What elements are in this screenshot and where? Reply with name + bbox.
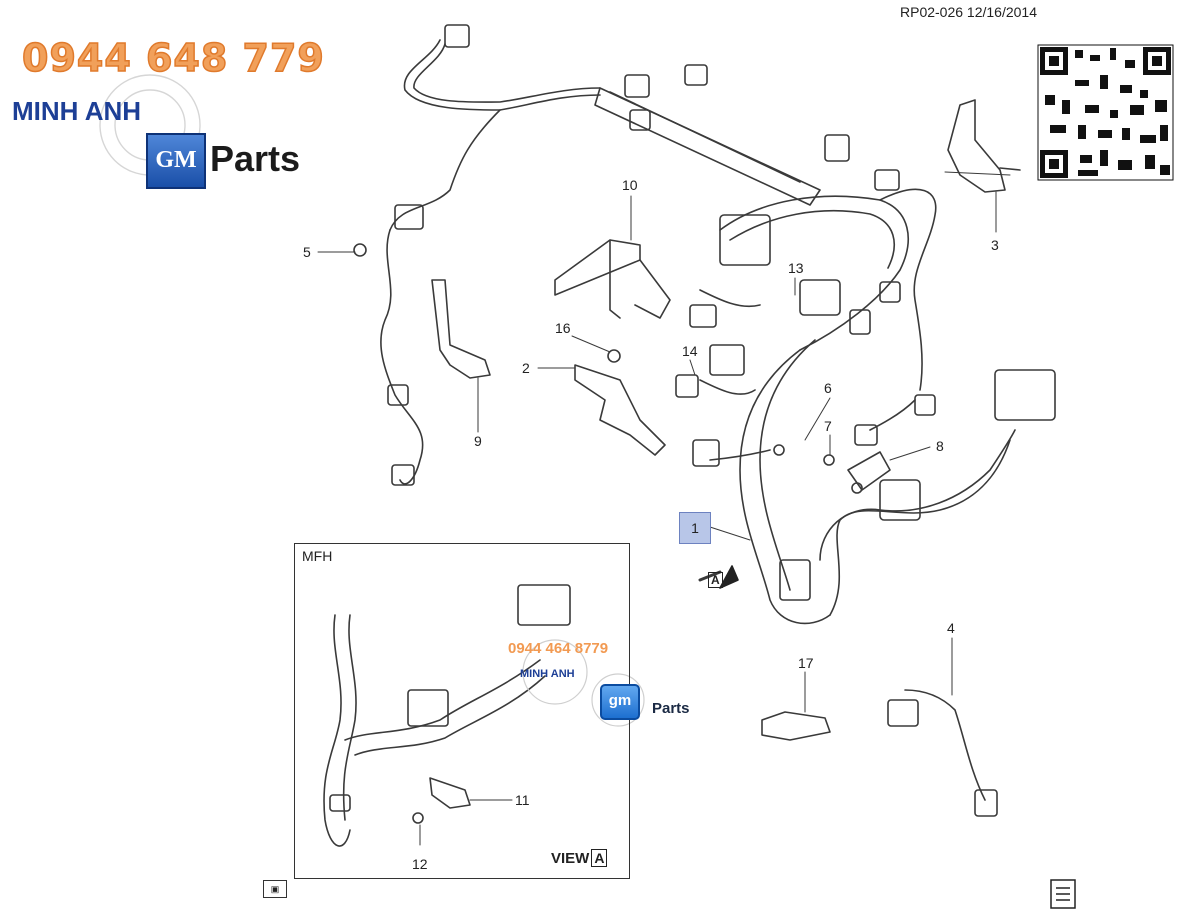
gm-logo-icon: gm [600, 684, 640, 720]
connector-group [387, 24, 1056, 601]
callout-17: 17 [798, 655, 814, 671]
leader-lines [317, 171, 1011, 846]
callout-10: 10 [622, 177, 638, 193]
callout-7: 7 [824, 418, 832, 434]
gm-logo-icon: GM [146, 133, 206, 189]
view-arrow [719, 565, 739, 589]
gear-icon [522, 639, 645, 727]
watermark-phone: 0944 648 779 [21, 35, 325, 81]
callout-1-highlight: 1 [679, 512, 711, 544]
callout-9: 9 [474, 433, 482, 449]
callout-4: 4 [947, 620, 955, 636]
callout-13: 13 [788, 260, 804, 276]
callout-3: 3 [991, 237, 999, 253]
callout-8: 8 [936, 438, 944, 454]
callout-5: 5 [303, 244, 311, 260]
main-harness [380, 39, 1016, 625]
bracket-9 [431, 279, 491, 379]
diagram-reference: RP02-026 12/16/2014 [900, 4, 1037, 20]
bracket-2 [574, 349, 666, 456]
callout-6: 6 [824, 380, 832, 396]
watermark-brand-suffix: Parts [210, 138, 301, 179]
qr-code-icon [1037, 44, 1174, 181]
watermark-phone-small: 0944 464 8779 [508, 640, 609, 657]
book-icon [1050, 879, 1076, 909]
fastener-7 [823, 454, 835, 466]
bracket-3 [947, 99, 1021, 193]
watermark-brand-suffix-small: Parts [652, 700, 690, 717]
fastener-6 [773, 444, 785, 456]
view-arrow-label: A [708, 572, 723, 588]
watermark-company: MINH ANH [12, 96, 142, 126]
inset-title: MFH [302, 548, 333, 564]
page-icon[interactable]: ▣ [263, 880, 287, 898]
part-4 [887, 689, 998, 817]
part-17 [761, 711, 831, 741]
callout-16: 16 [555, 320, 571, 336]
view-letter: A [591, 849, 608, 867]
callout-2: 2 [522, 360, 530, 376]
callout-14: 14 [682, 343, 698, 359]
callout-11: 11 [515, 792, 530, 808]
mfh-inset-drawing [323, 584, 571, 847]
mfh-inset-frame [294, 543, 630, 879]
callout-12: 12 [412, 856, 428, 872]
view-text: VIEW [551, 850, 590, 867]
bracket-10 [554, 239, 671, 319]
watermark-company-small: MINH ANH [520, 668, 575, 680]
fastener-5 [353, 243, 367, 257]
